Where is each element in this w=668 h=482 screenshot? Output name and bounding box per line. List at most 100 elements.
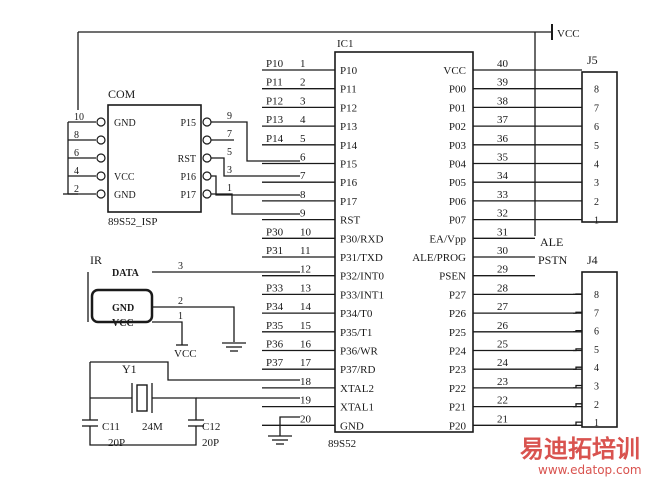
ic1-pin-name: P25: [449, 327, 467, 339]
isp-pin-terminal: [96, 153, 106, 163]
ic1-pin-name: P13: [340, 121, 358, 133]
ic1-pin-number: 26: [497, 320, 509, 332]
isp-pin-name: GND: [114, 118, 136, 129]
ic1-pin-number: 15: [300, 320, 312, 332]
isp-pin-name: GND: [114, 190, 136, 201]
ic1-pin-name: EA/Vpp: [429, 233, 466, 245]
ic1-pin-number: 40: [497, 58, 509, 70]
ic1-pin-name: P17: [340, 196, 358, 208]
ic1-pin-number: 6: [300, 152, 306, 164]
connector-pin-number: 3: [594, 382, 599, 393]
ic1-pin-name: XTAL1: [340, 402, 374, 414]
j4-body: [581, 271, 618, 428]
connector-pin-number: 2: [594, 197, 599, 208]
ic1-pin-number: 1: [300, 58, 306, 70]
ic1-pin-number: 28: [497, 282, 509, 294]
ic1-pin-name: P32/INT0: [340, 271, 385, 283]
ic1-pin-number: 24: [497, 357, 509, 369]
ic1-pin-number: 25: [497, 339, 509, 351]
ic1-pin-number: 37: [497, 114, 509, 126]
ic1-pin-name: ALE/PROG: [412, 252, 466, 264]
ic1-pin-number: 30: [497, 245, 509, 257]
ic1-pin-number: 5: [300, 133, 306, 145]
ic1-pin-number: 13: [300, 282, 312, 294]
ic1-pin-number: 7: [300, 170, 306, 182]
ic1-pin-name: RST: [340, 215, 360, 227]
ir-vcc-label: VCC: [174, 348, 197, 360]
ic1-pin-name: P33/INT1: [340, 289, 384, 301]
ic1-pin-name: P03: [449, 140, 467, 152]
j4-label: J4: [587, 253, 598, 267]
ic1-pin-name: P07: [449, 215, 467, 227]
connector-pin-number: 7: [594, 308, 599, 319]
ic1-pin-number: 8: [300, 189, 306, 201]
j5-body: [581, 71, 618, 223]
ic1-pin-name: P34/T0: [340, 308, 373, 320]
ic1-pin-name: P30/RXD: [340, 233, 383, 245]
ground-symbol-ir: [222, 342, 246, 352]
isp-pin-number: 9: [227, 111, 232, 122]
ic1-pin-number: 35: [497, 152, 509, 164]
ic1-pin-number: 18: [300, 376, 312, 388]
vcc-top-label: VCC: [557, 28, 580, 40]
ic1-net-label: P13: [266, 114, 284, 126]
watermark-logo: 易迪拓培训 www.edatop.com: [520, 435, 642, 477]
ic1-pin-name: P20: [449, 420, 467, 432]
connector-pin-number: 5: [594, 345, 599, 356]
ir-pin-number: 2: [178, 296, 183, 307]
ic1-pin-number: 34: [497, 170, 509, 182]
ic1-pin-name: P21: [449, 402, 466, 414]
isp-pin-number: 4: [74, 166, 79, 177]
crystal-value: 24M: [142, 421, 163, 433]
ic1-pin-number: 33: [497, 189, 509, 201]
c11-label: C11: [102, 421, 120, 433]
ic1-net-label: P36: [266, 339, 284, 351]
isp-pin-terminal: [96, 135, 106, 145]
isp-pin-number: 8: [74, 130, 79, 141]
ic1-pin-name: P02: [449, 121, 466, 133]
isp-pin-terminal: [202, 171, 212, 181]
ir-pin-name: DATA: [112, 268, 140, 279]
watermark-url: www.edatop.com: [538, 463, 642, 477]
ic1-net-label: P34: [266, 301, 284, 313]
ic1-pin-name: P36/WR: [340, 346, 379, 358]
c12-value: 20P: [202, 437, 219, 449]
crystal-circuit: Y1 24M C11 C12 20P 20P: [82, 361, 300, 449]
ic1-pin-name: P04: [449, 159, 467, 171]
isp-pin-name: P15: [180, 118, 196, 129]
ic1-pin-name: P35/T1: [340, 327, 372, 339]
ic1-pin-number: 39: [497, 77, 509, 89]
isp-pin-number: 2: [74, 184, 79, 195]
ic1-pin-name: P23: [449, 364, 467, 376]
isp-pin-number: 7: [227, 129, 232, 140]
ic1-chip: IC1 89S52 1P10P102P11P113P12P124P13P135P…: [262, 38, 582, 450]
ic1-net-label: P30: [266, 226, 284, 238]
ic1-pin-number: 3: [300, 95, 306, 107]
ic1-pin-number: 16: [300, 339, 312, 351]
ic1-part: 89S52: [328, 438, 356, 450]
ic1-pin-number: 21: [497, 413, 508, 425]
connector-pin-number: 4: [594, 363, 599, 374]
isp-pin-number: 5: [227, 147, 232, 158]
isp-pin-terminal: [202, 153, 212, 163]
y1-label: Y1: [122, 362, 137, 376]
ic1-net-label: P12: [266, 95, 283, 107]
ic1-pin-name: P10: [340, 65, 358, 77]
ic1-pin-number: 4: [300, 114, 306, 126]
connector-pin-number: 5: [594, 141, 599, 152]
c11-value: 20P: [108, 437, 125, 449]
connector-pin-number: 1: [594, 418, 599, 429]
ic1-pin-number: 27: [497, 301, 509, 313]
isp-pin-name: VCC: [114, 172, 135, 183]
ic1-net-label: P35: [266, 320, 284, 332]
ic1-pin-number: 20: [300, 413, 312, 425]
ic1-left-pins: 1P10P102P11P113P12P124P13P135P14P146P157…: [262, 58, 385, 432]
ir-label: IR: [90, 253, 102, 267]
connector-pin-number: 7: [594, 103, 599, 114]
isp-body: [107, 104, 202, 213]
